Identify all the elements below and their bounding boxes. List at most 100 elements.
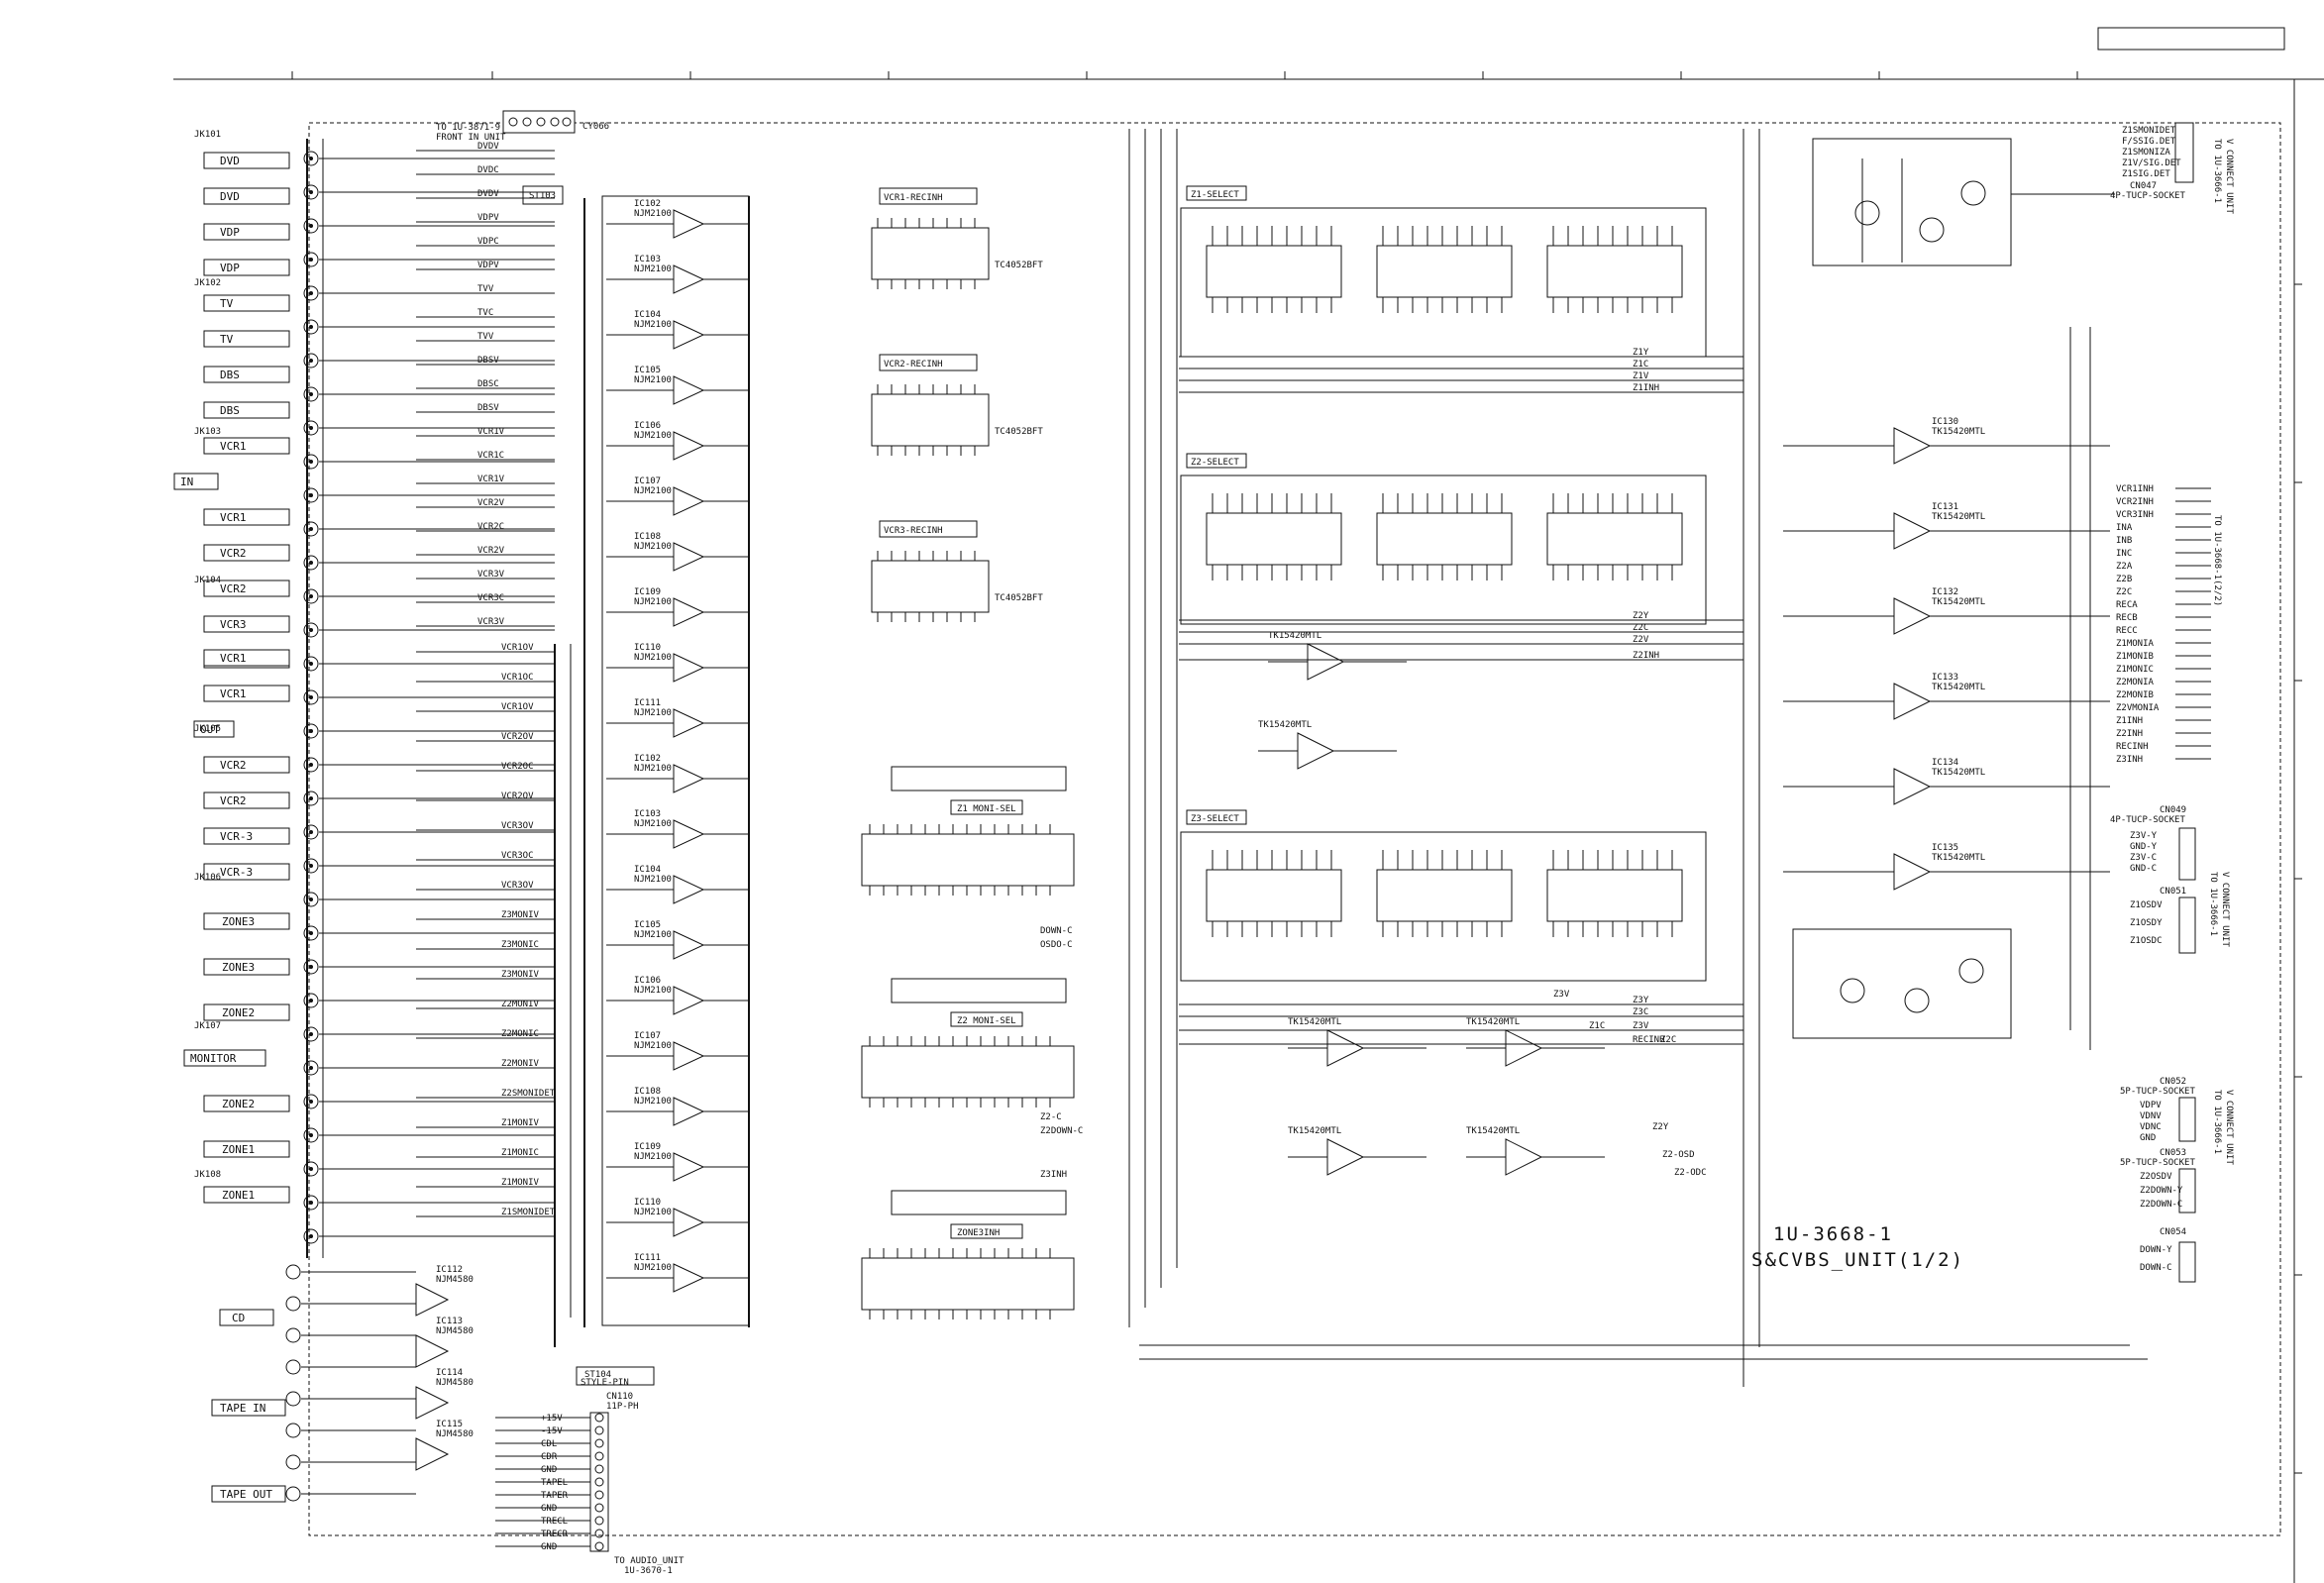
misc-net: Z3V bbox=[1553, 990, 1570, 1000]
rca-jack-pin bbox=[309, 695, 313, 699]
mux-part: TC4052BFT bbox=[995, 427, 1043, 437]
zone-select-label-box bbox=[1186, 453, 1247, 469]
input-label-box bbox=[203, 366, 290, 383]
section-label-monitor: MONITOR bbox=[190, 1052, 237, 1065]
bus-net: Z1C bbox=[1633, 360, 1648, 369]
output-net: VCR1OV bbox=[501, 643, 534, 653]
audio-ic-part: NJM4580 bbox=[436, 1378, 474, 1388]
buffer-part: NJM2100 bbox=[634, 986, 672, 996]
rc-mid-net: VCR3INH bbox=[2116, 510, 2154, 520]
audio-connector-pin bbox=[594, 1541, 604, 1551]
input-net: DBSV bbox=[477, 403, 499, 413]
rca-jack bbox=[303, 959, 319, 975]
audio-net: CDL bbox=[541, 1439, 557, 1449]
buffer-ref: IC108 bbox=[634, 532, 661, 542]
rca-jack bbox=[303, 1094, 319, 1109]
rc-to-label: V CONNECT UNIT bbox=[2224, 139, 2234, 214]
output-net: VCR3OV bbox=[501, 881, 534, 891]
zone-mux-chip bbox=[1206, 512, 1342, 566]
buffer-ref: IC107 bbox=[634, 476, 661, 486]
input-label-box bbox=[203, 330, 290, 348]
output-net: VCR2OV bbox=[501, 732, 534, 742]
opamp-symbol bbox=[673, 764, 705, 793]
audio-to: TO AUDIO_UNIT bbox=[614, 1556, 685, 1566]
net-labels-outputs: VCR1OVVCR1OCVCR1OVVCR2OVVCR2OCVCR2OVVCR3… bbox=[416, 643, 556, 1217]
zone-select-label: Z3-SELECT bbox=[1191, 814, 1239, 824]
rc-top-connector bbox=[2174, 122, 2194, 183]
buffer-ref: IC103 bbox=[634, 809, 661, 819]
rca-jack bbox=[303, 791, 319, 806]
rca-jack bbox=[303, 386, 319, 402]
mux-chip bbox=[871, 393, 990, 447]
monitor-label: ZONE1 bbox=[222, 1143, 255, 1156]
output-label-box bbox=[203, 792, 290, 809]
rca-jack bbox=[303, 420, 319, 436]
audio-connector-pin bbox=[594, 1516, 604, 1526]
amp-symbol bbox=[1893, 683, 1932, 720]
input-net: VDPV bbox=[477, 213, 499, 223]
rca-jack-pin bbox=[309, 796, 313, 800]
left-bus bbox=[306, 139, 572, 1347]
rca-jack bbox=[303, 588, 319, 604]
input-net: DVDV bbox=[477, 189, 499, 199]
output-net: Z1MONIV bbox=[501, 1118, 540, 1128]
moni-mux-chip bbox=[861, 833, 1075, 887]
buffer-part: NJM2100 bbox=[634, 1152, 672, 1162]
input-net: VCR2V bbox=[477, 546, 505, 556]
rca-jack-pin bbox=[309, 1100, 313, 1104]
buffer-ref: IC110 bbox=[634, 643, 661, 653]
amp-symbol bbox=[1893, 853, 1932, 891]
audio-ic-ref: IC115 bbox=[436, 1420, 463, 1429]
rc-to-label: TO 1U-3666-1 bbox=[2212, 1090, 2222, 1154]
rc-mid-net: Z2C bbox=[2116, 587, 2132, 597]
rc-low-cn2: CN051 bbox=[2160, 887, 2186, 897]
output-net: VCR1OV bbox=[501, 702, 534, 712]
moni-mux-chip bbox=[861, 1045, 1075, 1099]
rc-mid-net: Z3INH bbox=[2116, 755, 2143, 765]
zone-mux-chip bbox=[1546, 512, 1683, 566]
input-label-box bbox=[203, 187, 290, 205]
rec-sel-label: VCR1-RECINH bbox=[884, 193, 943, 203]
audio-net: TAPER bbox=[541, 1491, 569, 1501]
audio-jack bbox=[285, 1264, 301, 1280]
audio-net: CDR bbox=[541, 1452, 558, 1462]
rc-bot-net1: VDNC bbox=[2140, 1122, 2162, 1132]
audio-label-box bbox=[219, 1309, 274, 1326]
amp-symbol bbox=[1893, 597, 1932, 635]
rc-low-connector2 bbox=[2178, 897, 2196, 954]
audio-jack bbox=[285, 1327, 301, 1343]
rc-mid-net: RECB bbox=[2116, 613, 2138, 623]
bus-net: Z3V bbox=[1633, 1021, 1649, 1031]
input-net: VCR3C bbox=[477, 593, 504, 603]
buffer-part: NJM2100 bbox=[634, 708, 672, 718]
audio-net: GND bbox=[541, 1504, 557, 1514]
amp-part: TK15420MTL bbox=[1466, 1017, 1520, 1027]
rca-jack-pin bbox=[309, 527, 313, 531]
rc-bot-net2: Z2DOWN-Y bbox=[2140, 1186, 2183, 1196]
rca-jack-pin bbox=[309, 965, 313, 969]
input-net: VCR1C bbox=[477, 451, 504, 461]
rca-jack-pin bbox=[309, 830, 313, 834]
input-label-box bbox=[203, 223, 290, 241]
opamp-symbol bbox=[673, 708, 705, 738]
amp-symbol bbox=[1326, 1138, 1365, 1176]
audio-label-box bbox=[211, 1399, 286, 1417]
rca-jack bbox=[303, 487, 319, 503]
zone-mux-chip bbox=[1376, 869, 1513, 922]
audio-connector-pin bbox=[594, 1413, 604, 1423]
rca-jack-pin bbox=[309, 1032, 313, 1036]
rc-bot-desc2: 5P-TUCP-SOCKET bbox=[2120, 1158, 2195, 1168]
moni-sel-label: Z1 MONI-SEL bbox=[957, 804, 1016, 814]
input-net: DBSC bbox=[477, 379, 499, 389]
audio-connector-pin bbox=[594, 1503, 604, 1513]
buffer-part: NJM2100 bbox=[634, 597, 672, 607]
output-label-box bbox=[203, 685, 290, 702]
bus-net: Z1Y bbox=[1633, 348, 1649, 358]
rc-low-desc: 4P-TUCP-SOCKET bbox=[2110, 815, 2185, 825]
audio-connector-pin bbox=[594, 1425, 604, 1435]
rca-jack bbox=[303, 723, 319, 739]
rca-jack-pin bbox=[309, 864, 313, 868]
output-label: VCR-3 bbox=[220, 830, 253, 843]
moni-net-strip bbox=[891, 1190, 1067, 1215]
input-label-box bbox=[203, 508, 290, 526]
